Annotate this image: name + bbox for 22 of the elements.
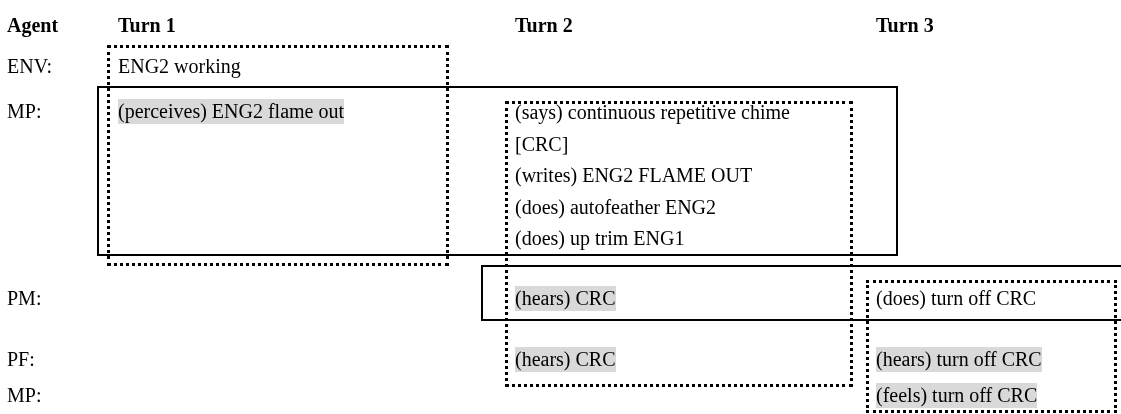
event-text: (hears) turn off CRC: [876, 347, 1042, 372]
agent-label: PF:: [7, 347, 35, 372]
event-text: (feels) turn off CRC: [876, 383, 1038, 408]
column-header: Agent: [7, 13, 59, 38]
event-text: (says) continuous repetitive chime [CRC]: [515, 100, 791, 157]
row-group-frame: [481, 265, 1121, 321]
event-text: ENG2 working: [118, 54, 241, 79]
event-text: (does) turn off CRC: [876, 286, 1037, 311]
agent-label: PM:: [7, 286, 42, 311]
agent-label: MP:: [7, 99, 42, 124]
column-header: Turn 1: [118, 13, 176, 38]
event-text: (does) autofeather ENG2: [515, 195, 717, 220]
event-text: (does) up trim ENG1: [515, 226, 685, 251]
event-text: (hears) CRC: [515, 347, 616, 372]
agent-label: MP:: [7, 383, 42, 408]
event-text: (perceives) ENG2 flame out: [118, 99, 344, 124]
event-text: (hears) CRC: [515, 286, 616, 311]
agent-label: ENV:: [7, 54, 53, 79]
row-group-frame: [97, 86, 898, 256]
event-text: (writes) ENG2 FLAME OUT: [515, 163, 753, 188]
column-header: Turn 3: [876, 13, 934, 38]
column-header: Turn 2: [515, 13, 573, 38]
